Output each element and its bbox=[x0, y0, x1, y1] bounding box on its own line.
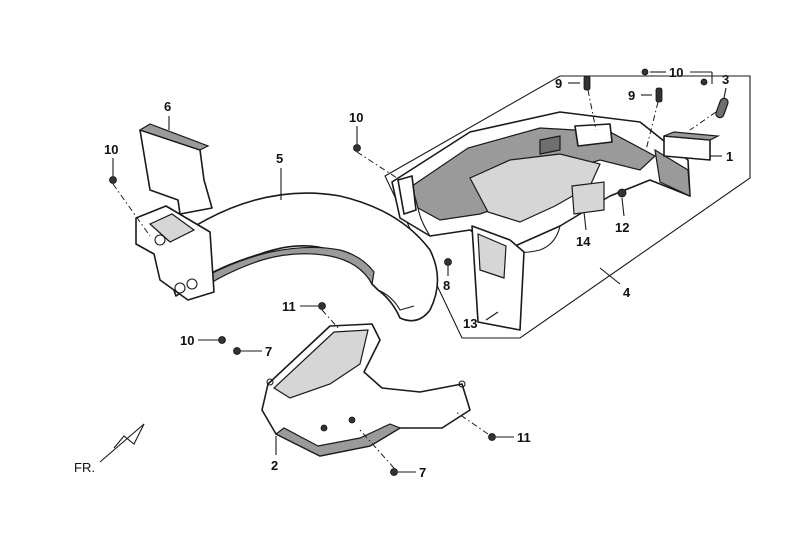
screw-10-right-small bbox=[700, 78, 708, 86]
screw-10-upper-left bbox=[109, 176, 117, 184]
callout-7-lower: 7 bbox=[419, 465, 426, 480]
callout-10-lower: 10 bbox=[180, 333, 194, 348]
callout-5: 5 bbox=[276, 151, 283, 166]
nut-7-upper bbox=[233, 347, 241, 355]
callout-8: 8 bbox=[443, 278, 450, 293]
callout-11-upper: 11 bbox=[282, 299, 296, 314]
nut-12 bbox=[617, 188, 627, 198]
callout-10-center: 10 bbox=[349, 110, 363, 125]
callout-10-top-right: 10 bbox=[669, 65, 683, 80]
callout-3: 3 bbox=[722, 72, 729, 87]
inner-fender-5 bbox=[159, 192, 439, 322]
callout-4: 4 bbox=[623, 285, 631, 300]
leader-lines bbox=[112, 71, 727, 473]
screw-10-lower bbox=[218, 336, 226, 344]
clip-8 bbox=[444, 258, 452, 266]
callout-2: 2 bbox=[271, 458, 278, 473]
front-direction-arrow-icon bbox=[99, 423, 145, 463]
callout-14: 14 bbox=[576, 234, 591, 249]
assembly-4-outline bbox=[384, 75, 751, 339]
callout-7-upper: 7 bbox=[265, 344, 272, 359]
front-direction-label: FR. bbox=[74, 460, 95, 475]
screw-11-upper bbox=[318, 302, 326, 310]
callout-13: 13 bbox=[463, 316, 477, 331]
callout-1: 1 bbox=[726, 149, 733, 164]
callout-9-left: 9 bbox=[555, 76, 562, 91]
callout-6: 6 bbox=[164, 99, 171, 114]
screw-11-right bbox=[488, 433, 496, 441]
support-bracket-6 bbox=[135, 123, 215, 301]
reflector-1 bbox=[663, 131, 721, 161]
screw-10-top-right bbox=[641, 68, 649, 76]
callout-11-right: 11 bbox=[517, 430, 531, 445]
callout-12: 12 bbox=[615, 220, 629, 235]
rear-fender-body-4 bbox=[391, 111, 691, 254]
callout-9-right: 9 bbox=[628, 88, 635, 103]
callout-10-upper-left: 10 bbox=[104, 142, 118, 157]
bolt-9-right bbox=[655, 87, 663, 103]
nut-7-lower bbox=[390, 468, 398, 476]
bracket-14 bbox=[571, 181, 605, 215]
lower-guard-2 bbox=[261, 323, 471, 457]
mud-flap-13 bbox=[471, 225, 525, 331]
bolt-9-left bbox=[583, 75, 591, 91]
bulb-3 bbox=[715, 97, 729, 119]
screw-10-center bbox=[353, 144, 361, 152]
